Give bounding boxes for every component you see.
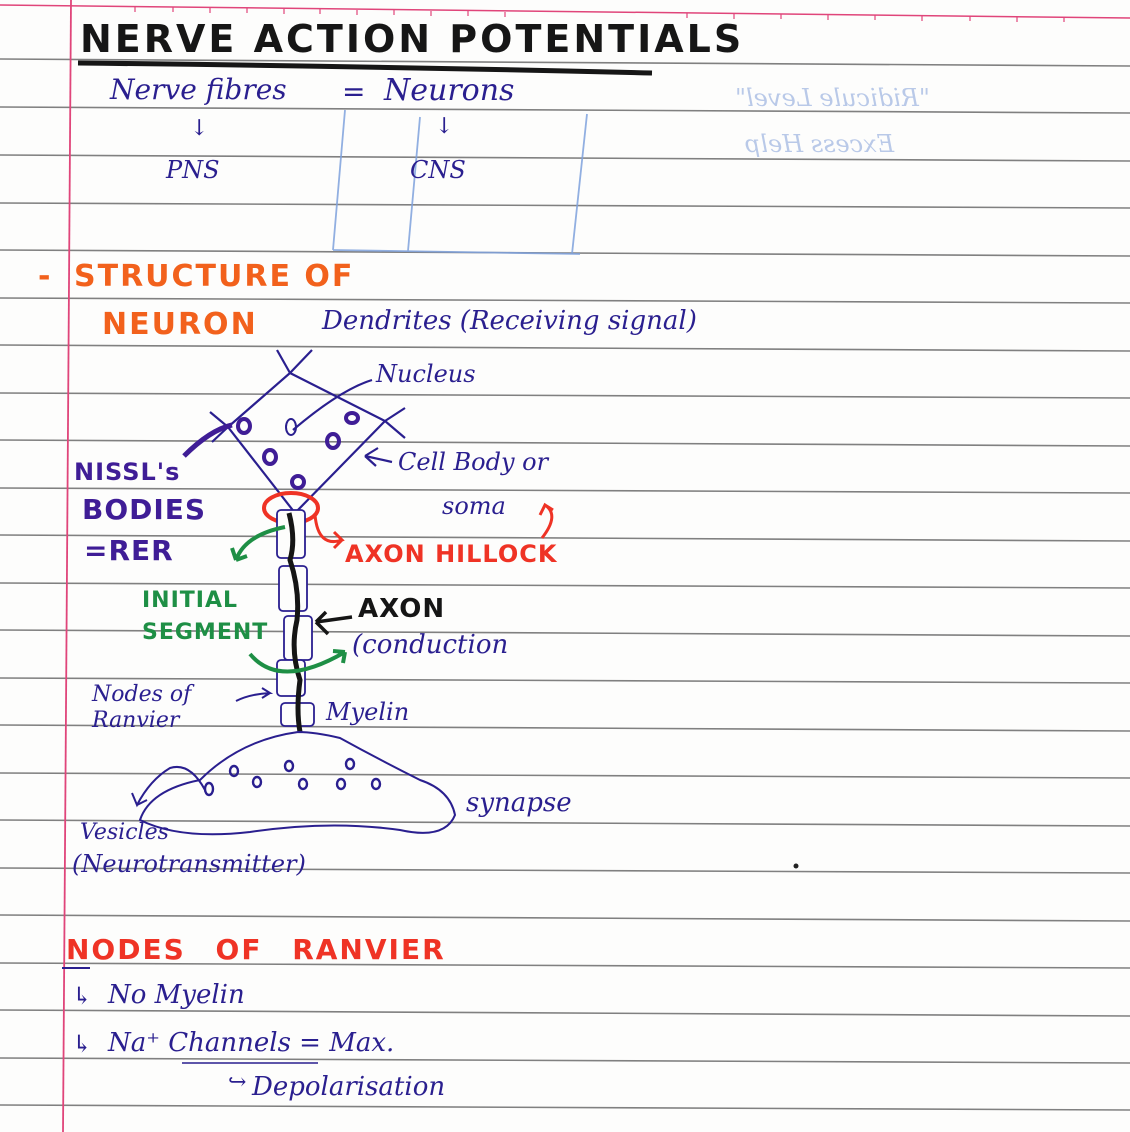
nodes-item-1: No Myelin	[108, 980, 245, 1010]
nodes-subitem: Depolarisation	[252, 1072, 446, 1102]
equation-left: Nerve fibres	[110, 73, 287, 106]
label-dendrites: Dendrites (Receiving signal)	[322, 306, 697, 336]
section-bullet: -	[38, 259, 53, 294]
label-nissl-1: NISSL's	[74, 458, 181, 486]
equation-right: Neurons	[384, 73, 515, 108]
label-neurotransmitter: (Neurotransmitter)	[72, 850, 306, 878]
cell-body-arrow	[364, 447, 393, 467]
nucleus-shape	[285, 418, 297, 436]
nodes-item-2-bullet: ↳	[72, 1030, 93, 1058]
label-axon: AXON	[358, 594, 446, 624]
arrow-down-right-icon: ↓	[435, 114, 454, 139]
axon-line	[286, 512, 303, 733]
structure-heading-line2: NEURON	[102, 307, 258, 342]
nodes-item-2: Na⁺ Channels = Max.	[108, 1028, 395, 1058]
label-nissl-3: =RER	[84, 534, 174, 567]
label-myelin: Myelin	[326, 698, 410, 726]
nissl-arrow	[182, 422, 233, 458]
nucleus-pointer	[292, 378, 373, 431]
nodes-heading: NODES OF RANVIER	[66, 933, 446, 966]
vesicles	[203, 757, 382, 797]
page-title: NERVE ACTION POTENTIALS	[80, 17, 745, 61]
label-cell-body: Cell Body or	[398, 448, 549, 476]
synapse-shape	[138, 730, 457, 836]
label-vesicles: Vesicles	[80, 820, 169, 845]
label-nodes-of-ranvier-2: Ranvier	[92, 708, 180, 733]
branch-pns: PNS	[166, 156, 220, 184]
bleed-through-line-2: Excess Help	[745, 130, 895, 158]
title-underline	[77, 60, 653, 76]
label-nodes-of-ranvier-1: Nodes of	[92, 682, 192, 707]
label-nissl-2: BODIES	[82, 493, 207, 526]
nodes-subitem-bullet: ↪	[228, 1070, 247, 1095]
label-synapse: synapse	[466, 788, 572, 818]
label-soma: soma	[442, 492, 506, 520]
label-nucleus: Nucleus	[376, 360, 476, 388]
label-axon-hillock: AXON HILLOCK	[345, 540, 558, 568]
bleed-through-line-1: "Ridicule Level"	[735, 84, 930, 112]
nodes-item-1-bullet: ↳	[72, 982, 93, 1010]
arrow-down-left-icon: ↓	[190, 116, 209, 141]
equation-equals: =	[342, 75, 366, 108]
structure-heading-line1: STRUCTURE OF	[74, 259, 355, 294]
label-initial-segment-1: INITIAL	[142, 588, 239, 613]
branch-cns: CNS	[410, 156, 466, 184]
label-initial-segment-2: SEGMENT	[142, 620, 269, 645]
label-conduction: (conduction	[352, 630, 509, 660]
